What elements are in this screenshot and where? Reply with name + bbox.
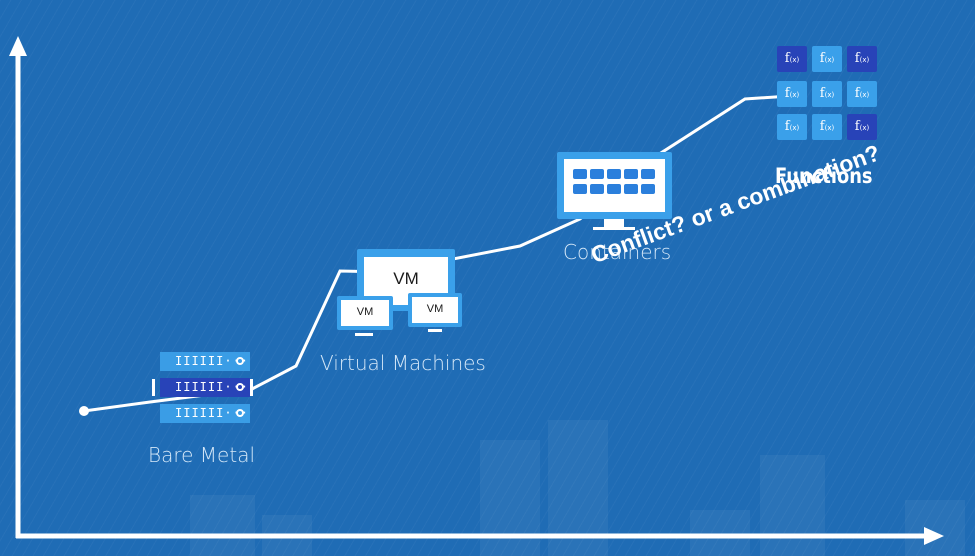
- label-containers: Containers: [563, 240, 672, 264]
- vm-stand: [355, 333, 373, 336]
- function-tile: f(x): [847, 114, 877, 140]
- y-axis-arrowhead: [9, 36, 27, 56]
- container-monitor: [557, 152, 672, 219]
- server-unit: IIIIII···: [160, 352, 250, 371]
- background-bar: [760, 455, 825, 556]
- vm-main-text: VM: [393, 269, 419, 288]
- vm-right-text: VM: [426, 303, 444, 315]
- function-tile: f(x): [777, 114, 807, 140]
- background-bar: [690, 510, 750, 556]
- server-unit: IIIIII···: [160, 404, 250, 423]
- start-point: [79, 406, 89, 416]
- server-bracket-right: [250, 379, 253, 396]
- vm-left-text: VM: [356, 306, 374, 318]
- container-stand-neck: [604, 219, 624, 227]
- function-tile: f(x): [812, 46, 842, 72]
- container-stand-base: [593, 227, 635, 230]
- vm-right-monitor: VM: [408, 293, 462, 327]
- label-bare-metal: Bare Metal: [148, 443, 256, 467]
- function-tile: f(x): [812, 114, 842, 140]
- function-tile: f(x): [777, 46, 807, 72]
- function-tile: f(x): [847, 46, 877, 72]
- function-tile: f(x): [812, 81, 842, 107]
- label-functions: Functions: [775, 164, 873, 188]
- vm-stand: [428, 329, 442, 332]
- x-axis-arrowhead: [924, 527, 944, 545]
- label-virtual-machines: Virtual Machines: [320, 351, 486, 375]
- function-tile: f(x): [847, 81, 877, 107]
- vm-left-monitor: VM: [337, 296, 393, 330]
- background-bar: [548, 420, 608, 556]
- server-unit: IIIIII···: [160, 378, 250, 397]
- function-tile: f(x): [777, 81, 807, 107]
- background-bar: [905, 500, 965, 556]
- background-bar: [190, 495, 255, 556]
- server-bracket-left: [152, 379, 155, 396]
